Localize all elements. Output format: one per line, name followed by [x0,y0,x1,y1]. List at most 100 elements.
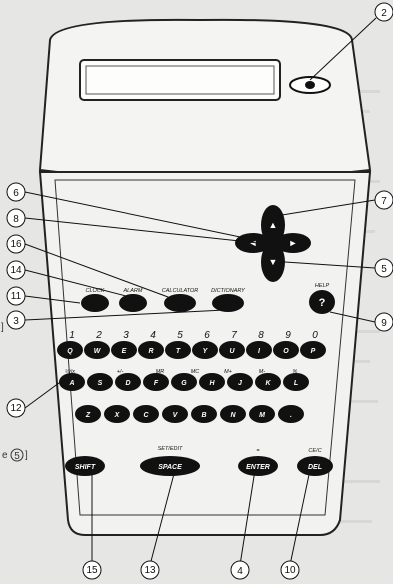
key-i[interactable]: I [246,341,272,359]
digit-label-6: 6 [204,330,210,341]
key-t[interactable]: T [165,341,191,359]
shift-key-label: SHIFT [75,464,96,471]
key-x[interactable]: X [104,405,130,423]
key-g[interactable]: G [171,373,197,391]
digit-label-5: 5 [177,330,183,341]
del-key-label: DEL [308,464,322,471]
alarm-label: ALARM [123,288,143,294]
key-d[interactable]: D [115,373,141,391]
key-label: J [238,380,243,387]
svg-text:14: 14 [10,265,22,276]
callout-14: 14 [6,260,26,280]
svg-text:6: 6 [13,188,19,199]
function-label: +/- [117,369,124,375]
key-label: G [181,380,187,387]
callout-15: 15 [82,560,102,580]
key-label: W [94,348,102,355]
callout-7: 7 [374,190,393,210]
del-key[interactable] [297,456,333,476]
callout-10: 10 [280,560,300,580]
key-label: X [114,412,121,419]
function-label: MC [191,369,200,375]
callout-8: 8 [6,208,26,228]
svg-text:4: 4 [237,566,243,577]
calculator-label: CALCULATOR [162,288,199,294]
key-label: P [311,348,316,355]
callout-4: 4 [230,560,250,580]
key-period[interactable]: . [278,405,304,423]
clock-key[interactable] [81,294,109,312]
callout-2: 2 [374,2,393,22]
dictionary-label: DICTIONARY [211,288,245,294]
enter-key[interactable] [238,456,278,476]
key-m[interactable]: M [249,405,275,423]
key-j[interactable]: J [227,373,253,391]
key-label: Z [85,412,91,419]
digit-label-0: 0 [312,330,318,341]
key-e[interactable]: E [111,341,137,359]
key-n[interactable]: N [220,405,246,423]
svg-text:12: 12 [10,403,22,414]
function-label: ½/ix [65,368,75,375]
callout-5: 5 [374,258,393,278]
display-screen [79,59,281,101]
svg-text:e: e [2,450,8,461]
key-k[interactable]: K [255,373,281,391]
enter-key-label: ENTER [246,464,270,471]
key-label: B [201,412,206,419]
key-label: L [294,380,298,387]
key-h[interactable]: H [199,373,225,391]
key-label: T [176,348,181,355]
function-key-row: CLOCK ALARM CALCULATOR DICTIONARY HELP ? [81,283,335,314]
svg-text:16: 16 [10,239,22,250]
key-a[interactable]: A [59,373,85,391]
key-r[interactable]: R [138,341,164,359]
key-w[interactable]: W [84,341,110,359]
key-c[interactable]: C [133,405,159,423]
key-label: N [230,412,236,419]
key-label: D [125,380,130,387]
left-arrow-icon: ◄ [249,238,258,248]
help-label: HELP [315,283,330,289]
alarm-key[interactable] [119,294,147,312]
power-button[interactable] [289,76,331,94]
svg-text:]: ] [25,450,28,461]
left-bracket-text: ] [1,322,4,333]
svg-text:10: 10 [284,565,296,576]
up-arrow-icon: ▲ [269,220,278,230]
help-key[interactable] [309,290,335,314]
space-key[interactable] [140,456,200,476]
key-label: Y [203,348,209,355]
key-f[interactable]: F [143,373,169,391]
digit-label-7: 7 [231,330,237,341]
set-edit-label: SET/EDIT [158,446,183,452]
key-z[interactable]: Z [75,405,101,423]
key-o[interactable]: O [273,341,299,359]
shift-key[interactable] [65,456,105,476]
key-l[interactable]: L [283,373,309,391]
dictionary-key[interactable] [212,294,244,312]
callout-markers: 2 6 7 8 16 5 14 11 3 9 12 15 13 4 10 [6,2,393,580]
equals-label: = [256,448,260,454]
key-y[interactable]: Y [192,341,218,359]
key-u[interactable]: U [219,341,245,359]
calculator-key[interactable] [164,294,196,312]
digit-label-8: 8 [258,330,264,341]
key-s[interactable]: S [87,373,113,391]
cec-label: CE/C [308,448,321,454]
key-p[interactable]: P [300,341,326,359]
key-b[interactable]: B [191,405,217,423]
key-label: H [209,380,215,387]
key-q[interactable]: Q [57,341,83,359]
key-label: S [98,380,103,387]
key-v[interactable]: V [162,405,188,423]
function-label: % [293,369,298,375]
key-label: R [148,348,153,355]
bottom-key-row: SET/EDIT = CE/C SHIFT SPACE ENTER DEL [65,446,333,476]
key-label: A [68,380,74,387]
function-label: M- [259,369,266,375]
